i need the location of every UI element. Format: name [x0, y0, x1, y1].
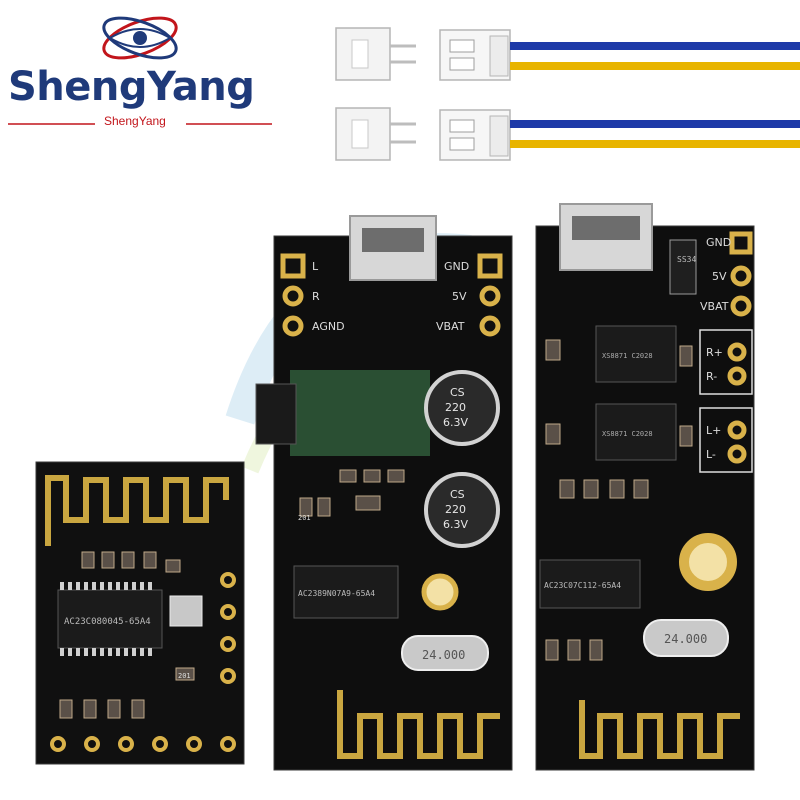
middle-crystal-label: 24.000	[422, 648, 465, 662]
right-crystal-label: 24.000	[664, 632, 707, 646]
middle-pin-vbat: VBAT	[436, 320, 465, 333]
middle-capacitor-2: CS 220 6.3V	[424, 472, 500, 548]
right-l-plus: L+	[706, 424, 721, 437]
middle-pin-gnd: GND	[444, 260, 469, 273]
svg-text:CS: CS	[450, 386, 465, 399]
svg-text:CS: CS	[450, 488, 465, 501]
right-r-plus: R+	[706, 346, 723, 359]
right-pin-5v: 5V	[712, 270, 727, 283]
middle-pin-5v: 5V	[452, 290, 467, 303]
small-component-label: 201	[178, 672, 191, 680]
cable-1	[335, 27, 800, 81]
brand-subname: ShengYang	[104, 114, 166, 128]
right-pin-vbat: VBAT	[700, 300, 729, 313]
middle-component-label: 201	[298, 514, 311, 522]
middle-pin-l: L	[312, 260, 319, 273]
right-amp-chip-2-label: XS8871 C2028	[602, 430, 653, 438]
brand-name: ShengYang	[8, 64, 255, 110]
right-chip-label: AC23C07C112-65A4	[544, 581, 621, 590]
middle-capacitor-1: CS 220 6.3V	[424, 370, 500, 446]
svg-text:220: 220	[445, 401, 466, 414]
small-chip-label: AC23C080045-65A4	[64, 617, 151, 627]
cable-2	[335, 107, 800, 161]
middle-pin-agnd: AGND	[312, 320, 345, 333]
svg-text:6.3V: 6.3V	[443, 416, 468, 429]
right-r-minus: R-	[706, 370, 717, 383]
middle-pin-r: R	[312, 290, 320, 303]
right-pin-gnd: GND	[706, 236, 731, 249]
right-diode-label: SS34	[677, 255, 696, 264]
middle-chip-label: AC2389N07A9-65A4	[298, 589, 375, 598]
svg-text:6.3V: 6.3V	[443, 518, 468, 531]
right-l-minus: L-	[706, 448, 716, 461]
right-amp-chip-1-label: XS8871 C2028	[602, 352, 653, 360]
svg-text:220: 220	[445, 503, 466, 516]
